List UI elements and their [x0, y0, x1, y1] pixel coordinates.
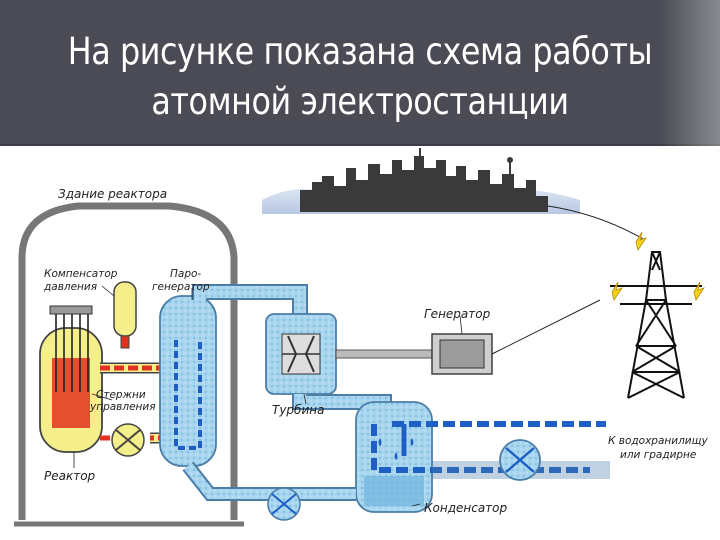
primary-pump	[111, 423, 145, 457]
title-bar: На рисунке показана схема работы атомной…	[0, 0, 720, 146]
label-generator: Генератор	[424, 307, 491, 321]
label-turbine: Турбина	[272, 403, 324, 417]
leader-lines	[73, 285, 463, 507]
label-steam-gen-1: Паро-	[170, 268, 201, 280]
label-steam-gen-2: генератор	[152, 281, 210, 293]
label-reservoir-2: или градирне	[620, 449, 696, 461]
npp-diagram: Здание реактора Компенсатор давления Пар…	[14, 148, 709, 527]
cooling-pump	[499, 439, 541, 481]
reactor-vessel	[39, 305, 103, 453]
reactor-building-wall	[18, 202, 238, 520]
label-control-rods-2: управления	[89, 401, 156, 413]
pressurizer	[113, 281, 137, 349]
turbine	[265, 313, 337, 395]
steam-generator	[159, 295, 217, 467]
label-pressurizer-2: давления	[43, 281, 97, 293]
condenser	[355, 401, 433, 513]
label-pressurizer-1: Компенсатор	[44, 268, 118, 280]
label-reactor: Реактор	[44, 469, 96, 483]
insulator-sparks	[611, 231, 705, 301]
title-line-1: На рисунке показана схема работы	[67, 30, 653, 73]
city-skyline	[262, 148, 580, 214]
feedwater-pipe	[182, 461, 356, 501]
feedwater-pump	[267, 487, 301, 521]
label-reservoir-1: К водохранилищу	[608, 435, 709, 447]
power-line	[547, 205, 646, 241]
label-condenser: Конденсатор	[424, 501, 508, 515]
label-reactor-building: Здание реактора	[58, 187, 167, 201]
title-line-2: атомной электростанции	[151, 80, 569, 123]
title-bar-edge	[660, 0, 720, 146]
label-control-rods-1: Стержни	[96, 389, 146, 401]
transmission-tower	[610, 251, 702, 399]
generator	[335, 299, 601, 375]
steam-pipe	[192, 284, 308, 314]
